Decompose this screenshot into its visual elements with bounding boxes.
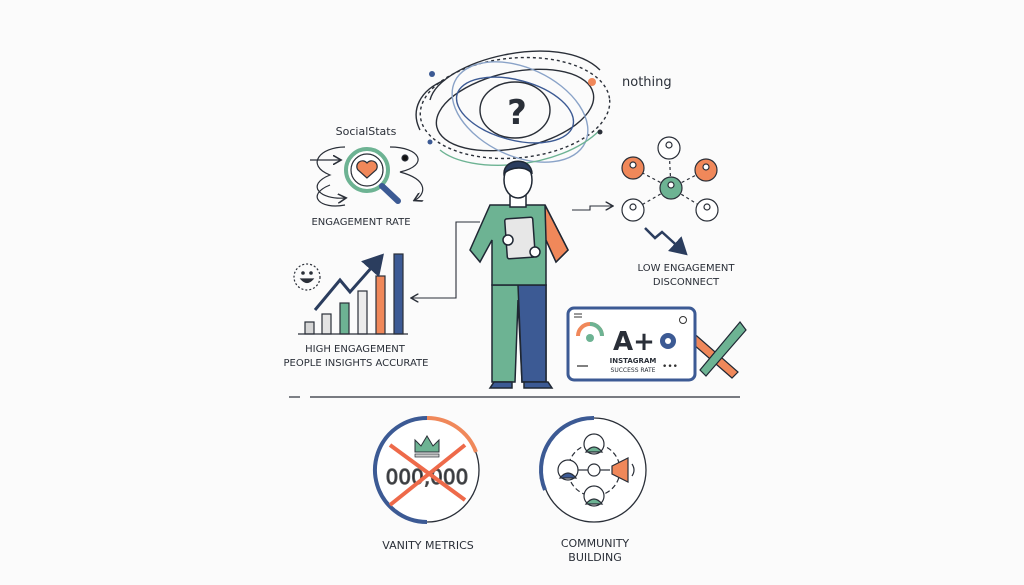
confusion-swirl — [415, 50, 611, 166]
low-engagement-label: LOW ENGAGEMENT — [638, 263, 736, 274]
instagram-dashboard-card: ••• — [566, 306, 697, 382]
bar — [304, 321, 315, 335]
question-mark: ? — [507, 93, 527, 133]
arrow-to-chart — [412, 221, 480, 298]
engagement-rate-label: ENGAGEMENT RATE — [311, 217, 410, 228]
vanity-metrics-badge: 000,000 — [372, 415, 480, 524]
trend-up-arrow-icon — [313, 253, 384, 311]
bar — [357, 290, 368, 335]
building-label: BUILDING — [568, 551, 621, 564]
community-label: COMMUNITY — [561, 537, 630, 550]
disconnect-label: DISCONNECT — [653, 277, 720, 288]
bar — [321, 313, 332, 335]
nothing-label: nothing — [622, 75, 672, 90]
svg-text:•••: ••• — [662, 362, 678, 372]
grade-label: A+ — [613, 327, 655, 357]
people-insights-label: PEOPLE INSIGHTS ACCURATE — [284, 358, 429, 369]
arrow-to-network — [572, 206, 612, 211]
person-figure — [469, 160, 569, 389]
community-building-badge — [539, 415, 647, 523]
socialstats-label: SocialStats — [336, 125, 397, 138]
trend-down-arrow-icon — [644, 227, 688, 256]
magnifier-heart-icon — [310, 146, 423, 207]
network-icon — [621, 136, 719, 256]
bar — [375, 275, 386, 335]
success-rate-label: SUCCESS RATE — [611, 367, 656, 374]
growth-bar-chart — [293, 253, 408, 335]
instagram-label: INSTAGRAM — [610, 357, 657, 365]
bar — [339, 302, 350, 335]
high-engagement-label: HIGH ENGAGEMENT — [305, 344, 406, 355]
megaphone-icon — [611, 457, 629, 483]
bar — [393, 253, 404, 335]
wrench-icon — [685, 321, 747, 379]
vanity-metrics-label: VANITY METRICS — [382, 539, 473, 552]
